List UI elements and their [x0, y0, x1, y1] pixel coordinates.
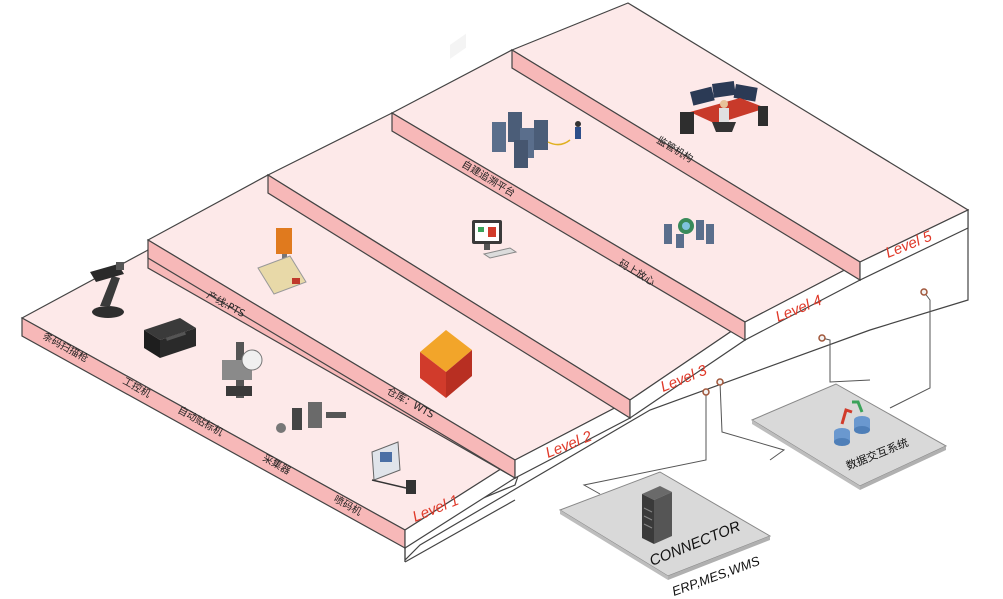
auto-labeler-icon	[222, 342, 263, 398]
monitoring-station-icon	[680, 80, 768, 134]
barcode-scanner-icon	[90, 262, 124, 318]
server-rack-icon	[642, 486, 672, 544]
server-cluster-icon	[492, 112, 581, 168]
inkjet-printer-icon	[371, 441, 416, 494]
warehouse-icon	[420, 33, 472, 398]
industrial-pc-icon	[144, 318, 196, 358]
connection-lines	[582, 291, 931, 495]
computer-monitor-icon	[472, 220, 518, 259]
production-line-icon	[257, 228, 307, 295]
step-level-5	[510, 2, 970, 282]
step-5-end	[859, 209, 969, 281]
data-exchange-icon	[834, 400, 870, 446]
data-collector-icon	[276, 402, 346, 433]
cloud-server-icon	[664, 218, 714, 248]
connection-points	[702, 288, 928, 396]
step-level-2	[146, 174, 632, 480]
step-level-3	[266, 112, 747, 420]
